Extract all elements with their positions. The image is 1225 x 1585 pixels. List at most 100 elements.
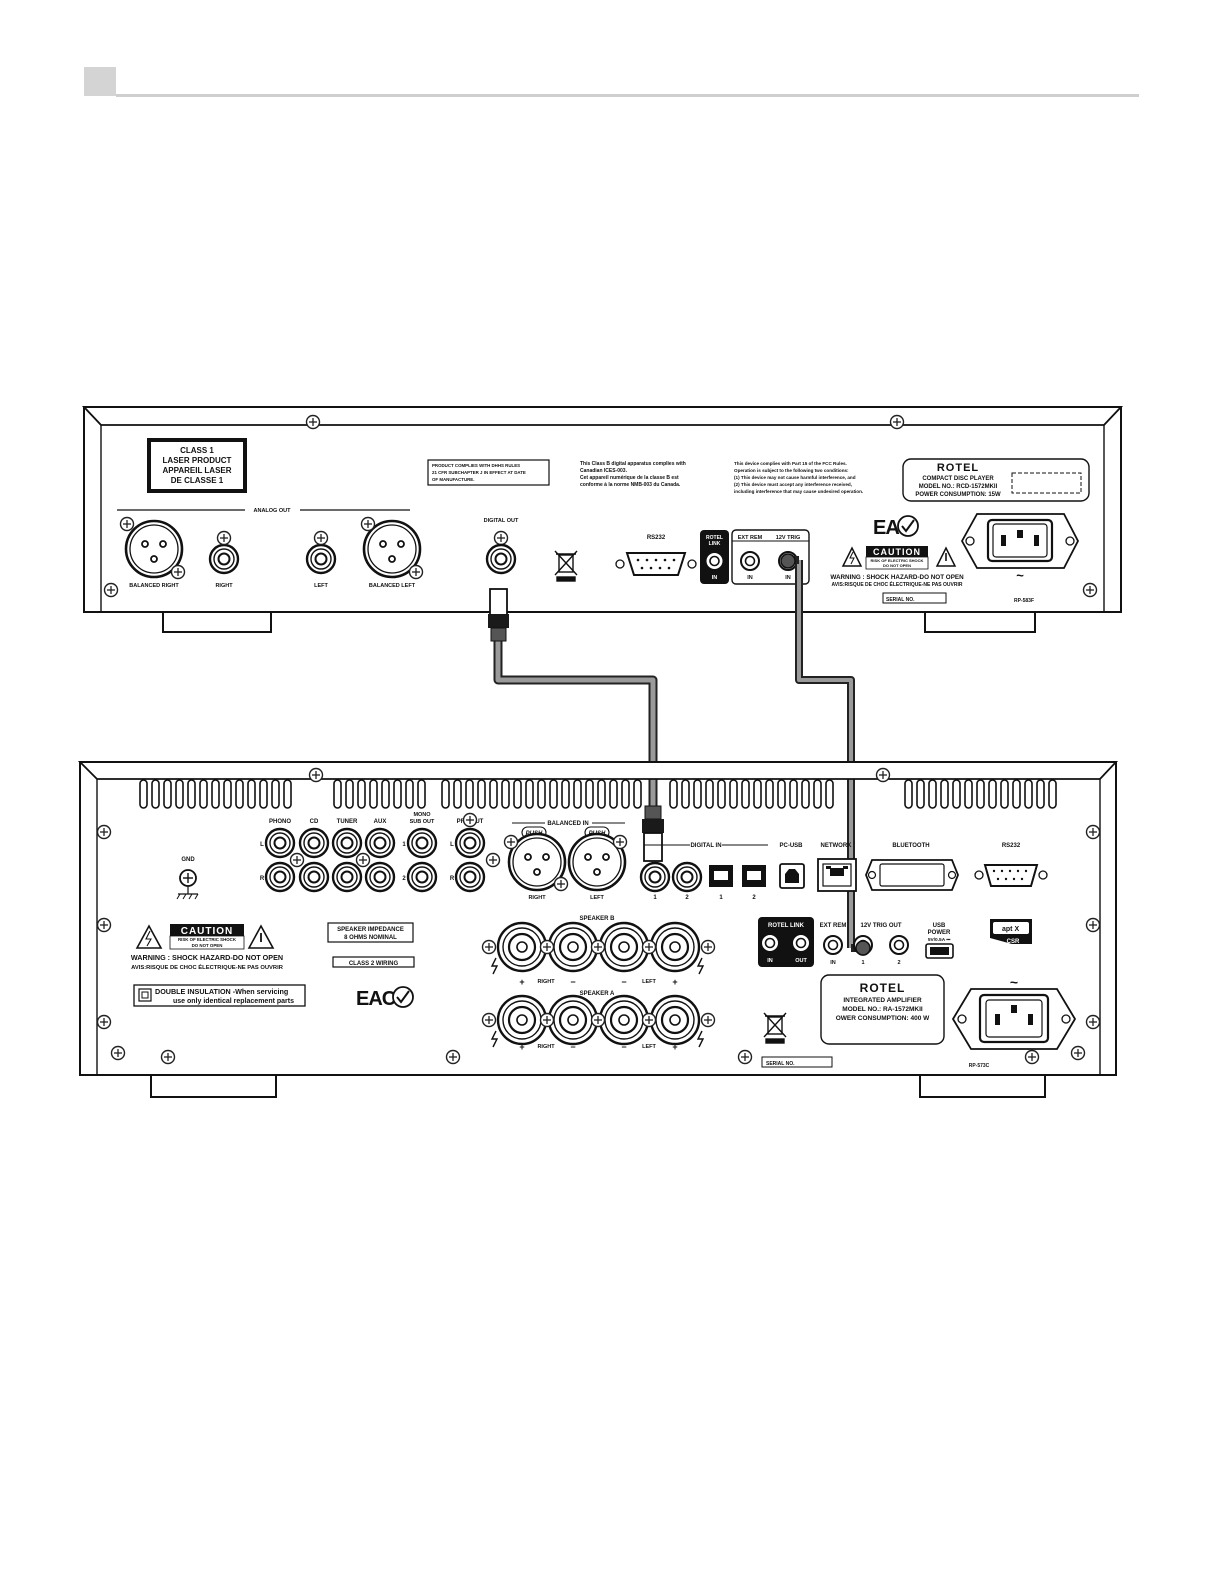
dhhs-line-2: 21 CFR SUBCHAPTER J IN EFFECT AT DATE: [432, 470, 526, 475]
speaker-a-right-minus: −: [570, 1042, 575, 1052]
amp-trig-1-label: 1: [861, 960, 864, 966]
optical-in-1[interactable]: [709, 865, 733, 887]
sub-2-label: 2: [402, 876, 406, 882]
dhhs-line-1: PRODUCT COMPLIES WITH DHHS RULES: [432, 463, 520, 468]
cd-power: POWER CONSUMPTION: 15W: [915, 492, 1001, 498]
cd-trig-label: 12V TRIG: [776, 535, 800, 541]
cd-balanced-left-xlr[interactable]: [360, 516, 424, 580]
ices-line-3: Cet appareil numérique de la classe B es…: [580, 475, 679, 481]
network-port[interactable]: [817, 858, 857, 892]
speaker-a-left-minus: −: [621, 1042, 626, 1052]
bluetooth-module: [865, 859, 959, 891]
laser-label-line-2: LASER PRODUCT: [163, 456, 232, 465]
cd-avis-text: AVIS:RISQUE DE CHOC ÉLECTRIQUE-NE PAS OU…: [832, 580, 963, 588]
cd-input-label: CD: [310, 819, 319, 825]
cd-ext-rem-in-label: IN: [747, 575, 753, 581]
amp-caution-word: CAUTION: [181, 926, 234, 937]
amp-power-inlet[interactable]: [951, 988, 1077, 1050]
coax-2-label: 2: [685, 895, 689, 901]
cd-balanced-right-xlr[interactable]: [119, 516, 186, 580]
cd-rotel-link-label-1: ROTEL: [706, 535, 723, 541]
optical-in-2[interactable]: [742, 865, 766, 887]
cd-nameplate: ROTEL COMPACT DISC PLAYER MODEL NO.: RCD…: [902, 458, 1090, 502]
cd-rotel-link-jack[interactable]: [704, 551, 725, 571]
speaker-a-right-label: RIGHT: [537, 1044, 555, 1050]
speaker-a-terminals[interactable]: [481, 994, 716, 1046]
cd-rcm-mark-icon: [897, 515, 919, 537]
cd-player-panel: [81, 406, 1124, 633]
amp-risk-line-1: RISK OF ELECTRIC SHOCK: [178, 937, 237, 942]
balanced-left-label: LEFT: [590, 895, 604, 901]
amp-rs232-port[interactable]: [974, 864, 1048, 887]
coax-in-2-rca[interactable]: [671, 861, 703, 893]
optical-2-label: 2: [752, 895, 756, 901]
mono-label: MONO: [413, 812, 431, 818]
amp-rotel-link-out-jack[interactable]: [791, 933, 811, 953]
amp-warning-text: WARNING : SHOCK HAZARD-DO NOT OPEN: [131, 953, 283, 962]
amp-serial-label: SERIAL NO.: [766, 1061, 795, 1067]
cd-model: MODEL NO.: RCD-1572MKII: [919, 484, 998, 490]
speaker-b-right-plus: +: [519, 977, 524, 987]
pc-usb-label: PC-USB: [779, 843, 803, 849]
replacement-parts-text: use only identical replacement parts: [173, 998, 294, 1005]
fcc-line-1: This device complies with Part 15 of the…: [734, 461, 847, 466]
cd-product-type: COMPACT DISC PLAYER: [922, 476, 994, 482]
amp-trig-2-jack[interactable]: [889, 935, 909, 955]
amp-rcm-mark-icon: [392, 986, 414, 1008]
amp-rs232-label: RS232: [1002, 843, 1021, 849]
dhhs-line-3: OF MANUFACTURE.: [432, 477, 474, 482]
amp-rotel-link-block: ROTEL LINK IN OUT: [758, 917, 814, 967]
pc-usb-port[interactable]: [779, 863, 805, 889]
amp-serial-box: SERIAL NO.: [761, 1056, 833, 1068]
amp-rotel-link-in-jack[interactable]: [760, 933, 780, 953]
aptx-text: apt X: [1002, 926, 1019, 933]
fcc-compliance-text: This device complies with Part 15 of the…: [734, 461, 863, 494]
balanced-in-label: BALANCED IN: [547, 821, 588, 827]
cd-right-rca[interactable]: [208, 530, 240, 575]
coaxial-digital-cable: [488, 588, 664, 862]
amp-rotel-link-out-label: OUT: [795, 958, 807, 964]
laser-warning-label: CLASS 1 LASER PRODUCT APPAREIL LASER DE …: [147, 438, 247, 493]
bluetooth-label: BLUETOOTH: [892, 843, 929, 849]
coax-in-1-rca[interactable]: [639, 861, 671, 893]
speaker-impedance-line-1: SPEAKER IMPEDANCE: [337, 927, 404, 933]
amp-trig-2-label: 2: [897, 960, 900, 966]
balanced-in-left-xlr[interactable]: [567, 826, 628, 892]
cd-ext-rem-label: EXT REM: [738, 535, 763, 541]
cd-ac-symbol: ~: [1016, 568, 1024, 583]
balanced-in-right-xlr[interactable]: [503, 826, 569, 892]
amp-trig-out-label: 12V TRIG OUT: [860, 923, 901, 929]
cd-rs232-port[interactable]: [615, 552, 697, 576]
amp-eac-mark: EAC: [356, 988, 396, 1010]
balanced-right-label: RIGHT: [528, 895, 546, 901]
usb-rating-label: 5V/0.5A ⎓: [928, 937, 950, 943]
speaker-a-right-plus: +: [519, 1042, 524, 1052]
speaker-b-right-minus: −: [570, 977, 575, 987]
laser-label-line-3: APPAREIL LASER: [162, 466, 231, 475]
amp-risk-line-2: DO NOT OPEN: [192, 943, 223, 948]
amp-rotel-link-in-label: IN: [767, 958, 773, 964]
amp-ext-rem-jack[interactable]: [823, 935, 843, 955]
cd-risk-line-2: DO NOT OPEN: [883, 563, 911, 568]
balanced-right-label: BALANCED RIGHT: [129, 583, 179, 589]
cd-caution-label: CAUTION RISK OF ELECTRIC SHOCK DO NOT OP…: [830, 546, 964, 588]
amp-brand: ROTEL: [860, 981, 906, 995]
ices-line-1: This Class B digital apparatus complies …: [580, 461, 686, 467]
coax-1-label: 1: [653, 895, 657, 901]
speaker-b-terminals[interactable]: [481, 921, 716, 973]
tuner-label: TUNER: [337, 819, 358, 825]
speaker-impedance-line-2: 8 OHMS NOMINAL: [344, 935, 397, 941]
cd-power-inlet[interactable]: [960, 513, 1080, 569]
cd-left-rca[interactable]: [305, 530, 337, 575]
ground-terminal[interactable]: [176, 869, 199, 900]
usb-power-port[interactable]: [925, 943, 954, 959]
aux-label: AUX: [374, 819, 387, 825]
amp-model: MODEL NO.: RA-1572MKII: [842, 1006, 923, 1013]
speaker-b-right-label: RIGHT: [537, 979, 555, 985]
pre-l-label: L: [450, 842, 454, 848]
cd-ext-rem-jack[interactable]: [740, 551, 760, 571]
speaker-impedance-label: SPEAKER IMPEDANCE 8 OHMS NOMINAL: [327, 922, 414, 943]
double-insulation-text: DOUBLE INSULATION -When servicing: [155, 987, 288, 996]
cd-digital-out-rca[interactable]: [485, 530, 517, 575]
